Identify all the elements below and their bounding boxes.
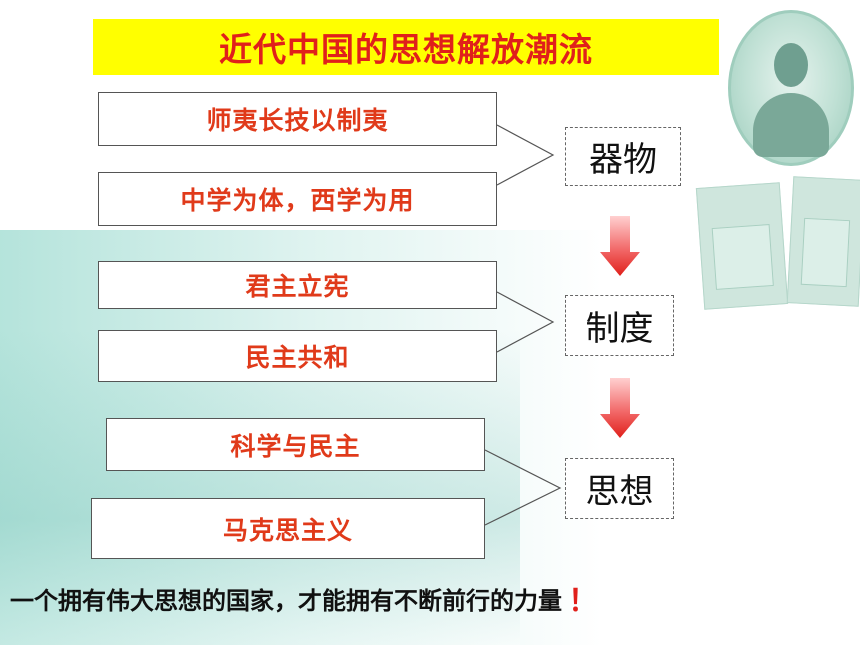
portrait-head (774, 43, 808, 87)
item-label: 师夷长技以制夷 (206, 106, 389, 135)
magazine-cover-image (786, 176, 860, 307)
bracket-line-1 (496, 124, 555, 186)
category-label: 思想 (585, 472, 654, 512)
conclusion-text: 一个拥有伟大思想的国家，才能拥有不断前行的力量 (10, 586, 562, 615)
page-title: 近代中国的思想解放潮流 (219, 30, 593, 69)
item-box-6: 马克思主义 (91, 498, 485, 559)
magazine-cover-image (695, 182, 789, 310)
item-label: 马克思主义 (222, 515, 353, 545)
conclusion-exclamation: ！ (568, 584, 598, 619)
item-box-2: 中学为体，西学为用 (98, 172, 497, 226)
background-building-wash (0, 330, 520, 645)
portrait-photo (728, 10, 854, 166)
item-label: 君主立宪 (245, 272, 350, 301)
category-box-1: 器物 (565, 127, 681, 186)
item-box-1: 师夷长技以制夷 (98, 92, 497, 146)
title-banner: 近代中国的思想解放潮流 (93, 19, 719, 75)
category-box-2: 制度 (565, 295, 674, 356)
item-box-4: 民主共和 (98, 330, 497, 382)
category-box-3: 思想 (565, 458, 674, 519)
item-label: 民主共和 (245, 343, 350, 372)
item-label: 科学与民主 (230, 431, 361, 461)
category-label: 器物 (589, 140, 657, 180)
item-box-3: 君主立宪 (98, 261, 497, 309)
item-box-5: 科学与民主 (106, 418, 485, 471)
item-label: 中学为体，西学为用 (180, 186, 415, 215)
portrait-body (753, 93, 829, 157)
conclusion-line: 一个拥有伟大思想的国家，才能拥有不断前行的力量 ！ (10, 580, 850, 619)
category-label: 制度 (585, 309, 654, 349)
